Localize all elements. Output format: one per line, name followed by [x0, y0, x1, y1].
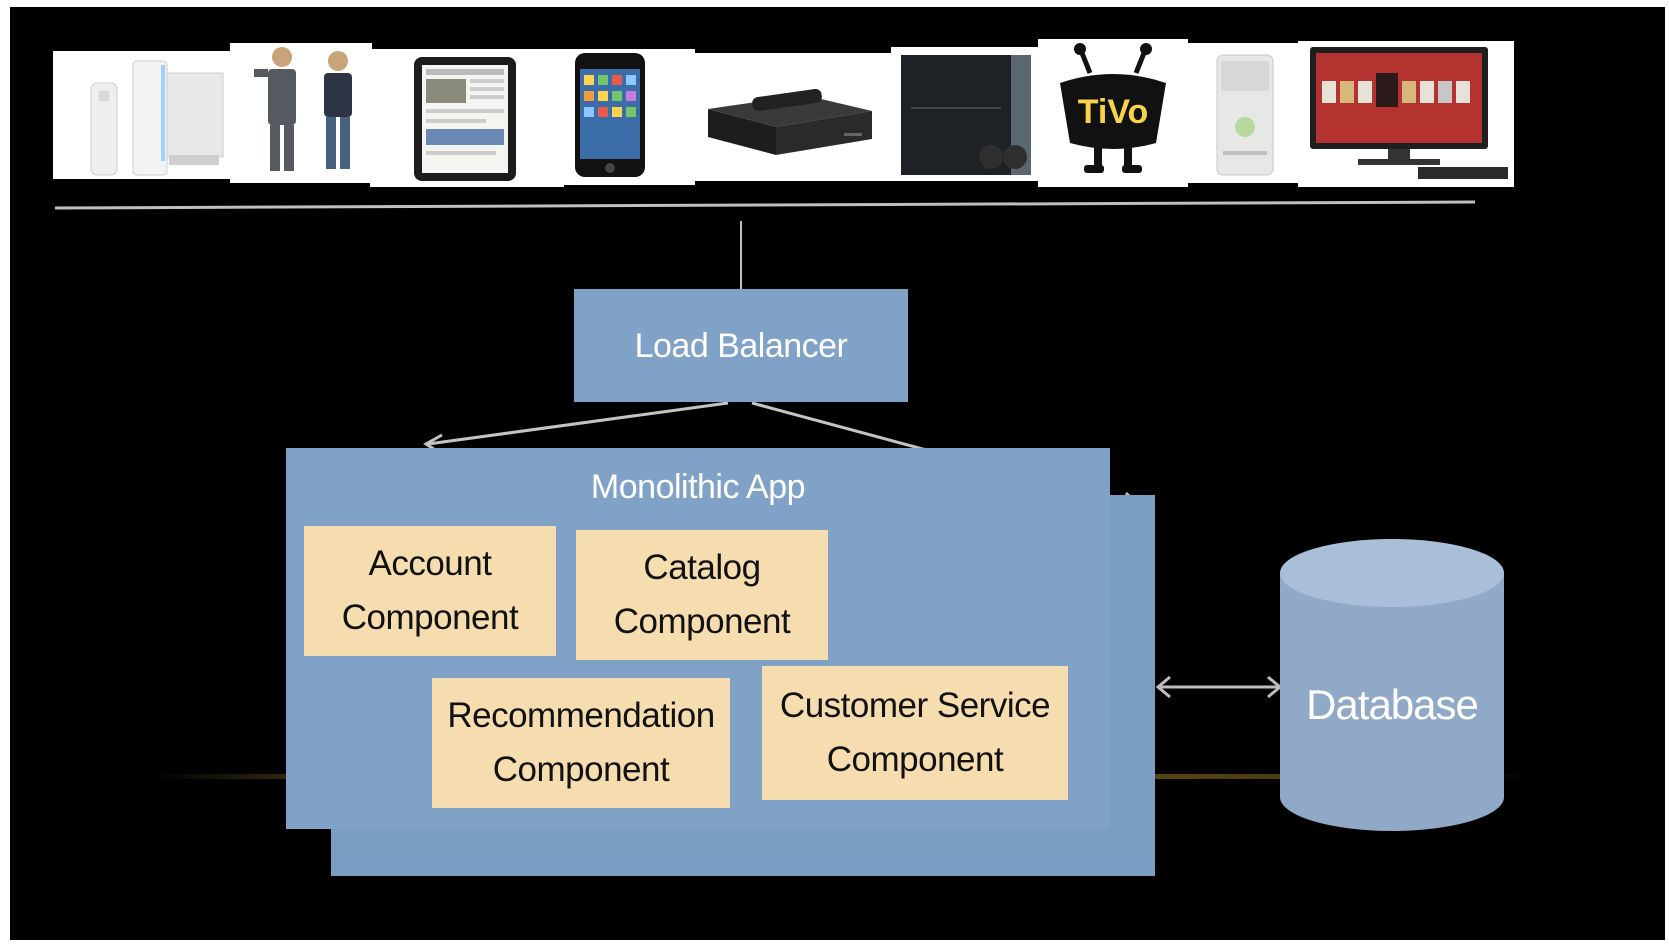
tv-icon: [1310, 47, 1508, 179]
catalog-component: Catalog Component: [576, 530, 828, 660]
device-tivo: TiVo: [1038, 39, 1188, 187]
account-component-line1: Account: [368, 544, 492, 583]
smartphone-icon: [575, 53, 645, 177]
load-balancer: Load Balancer: [574, 289, 908, 402]
account-component-line2: Component: [341, 598, 519, 637]
game-console-icon: [1216, 54, 1274, 176]
database-label: Database: [1306, 681, 1479, 728]
customer-service-component: Customer Service Component: [762, 666, 1068, 800]
recommendation-component-line2: Component: [492, 750, 670, 789]
people-icon: [254, 47, 352, 171]
device-tablet: [370, 49, 564, 187]
customer-service-component-line1: Customer Service: [779, 686, 1051, 725]
database: Database: [1278, 535, 1506, 835]
catalog-component-line2: Component: [613, 602, 791, 641]
device-people: [230, 43, 372, 183]
tivo-logo: TiVo: [1060, 43, 1166, 173]
catalog-component-line1: Catalog: [643, 548, 761, 587]
recommendation-component-line1: Recommendation: [447, 696, 715, 735]
monolithic-app: Monolithic App Account Component Catalog…: [286, 448, 1110, 829]
game-console-icon: [901, 55, 1031, 175]
database-cylinder-icon: [1280, 539, 1504, 831]
svg-text:TiVo: TiVo: [1078, 93, 1149, 131]
network-bus: [54, 200, 1476, 210]
device-wii: [53, 51, 231, 179]
monolithic-app-title: Monolithic App: [590, 468, 806, 506]
recommendation-component: Recommendation Component: [432, 678, 730, 808]
tablet-icon: [414, 57, 516, 181]
load-balancer-label: Load Balancer: [634, 327, 848, 365]
customer-service-component-line2: Component: [826, 740, 1004, 779]
device-phone: [563, 49, 695, 185]
game-console-icon: [90, 60, 224, 176]
device-tv: [1298, 41, 1514, 187]
device-xbox: [1187, 43, 1299, 183]
device-settop: [694, 53, 892, 181]
slide: TiVo: [10, 7, 1665, 940]
device-ps3: [891, 47, 1039, 181]
set-top-box-icon: [708, 88, 872, 155]
load-balancer-to-app-arrow: [427, 401, 729, 446]
account-component: Account Component: [304, 526, 556, 656]
